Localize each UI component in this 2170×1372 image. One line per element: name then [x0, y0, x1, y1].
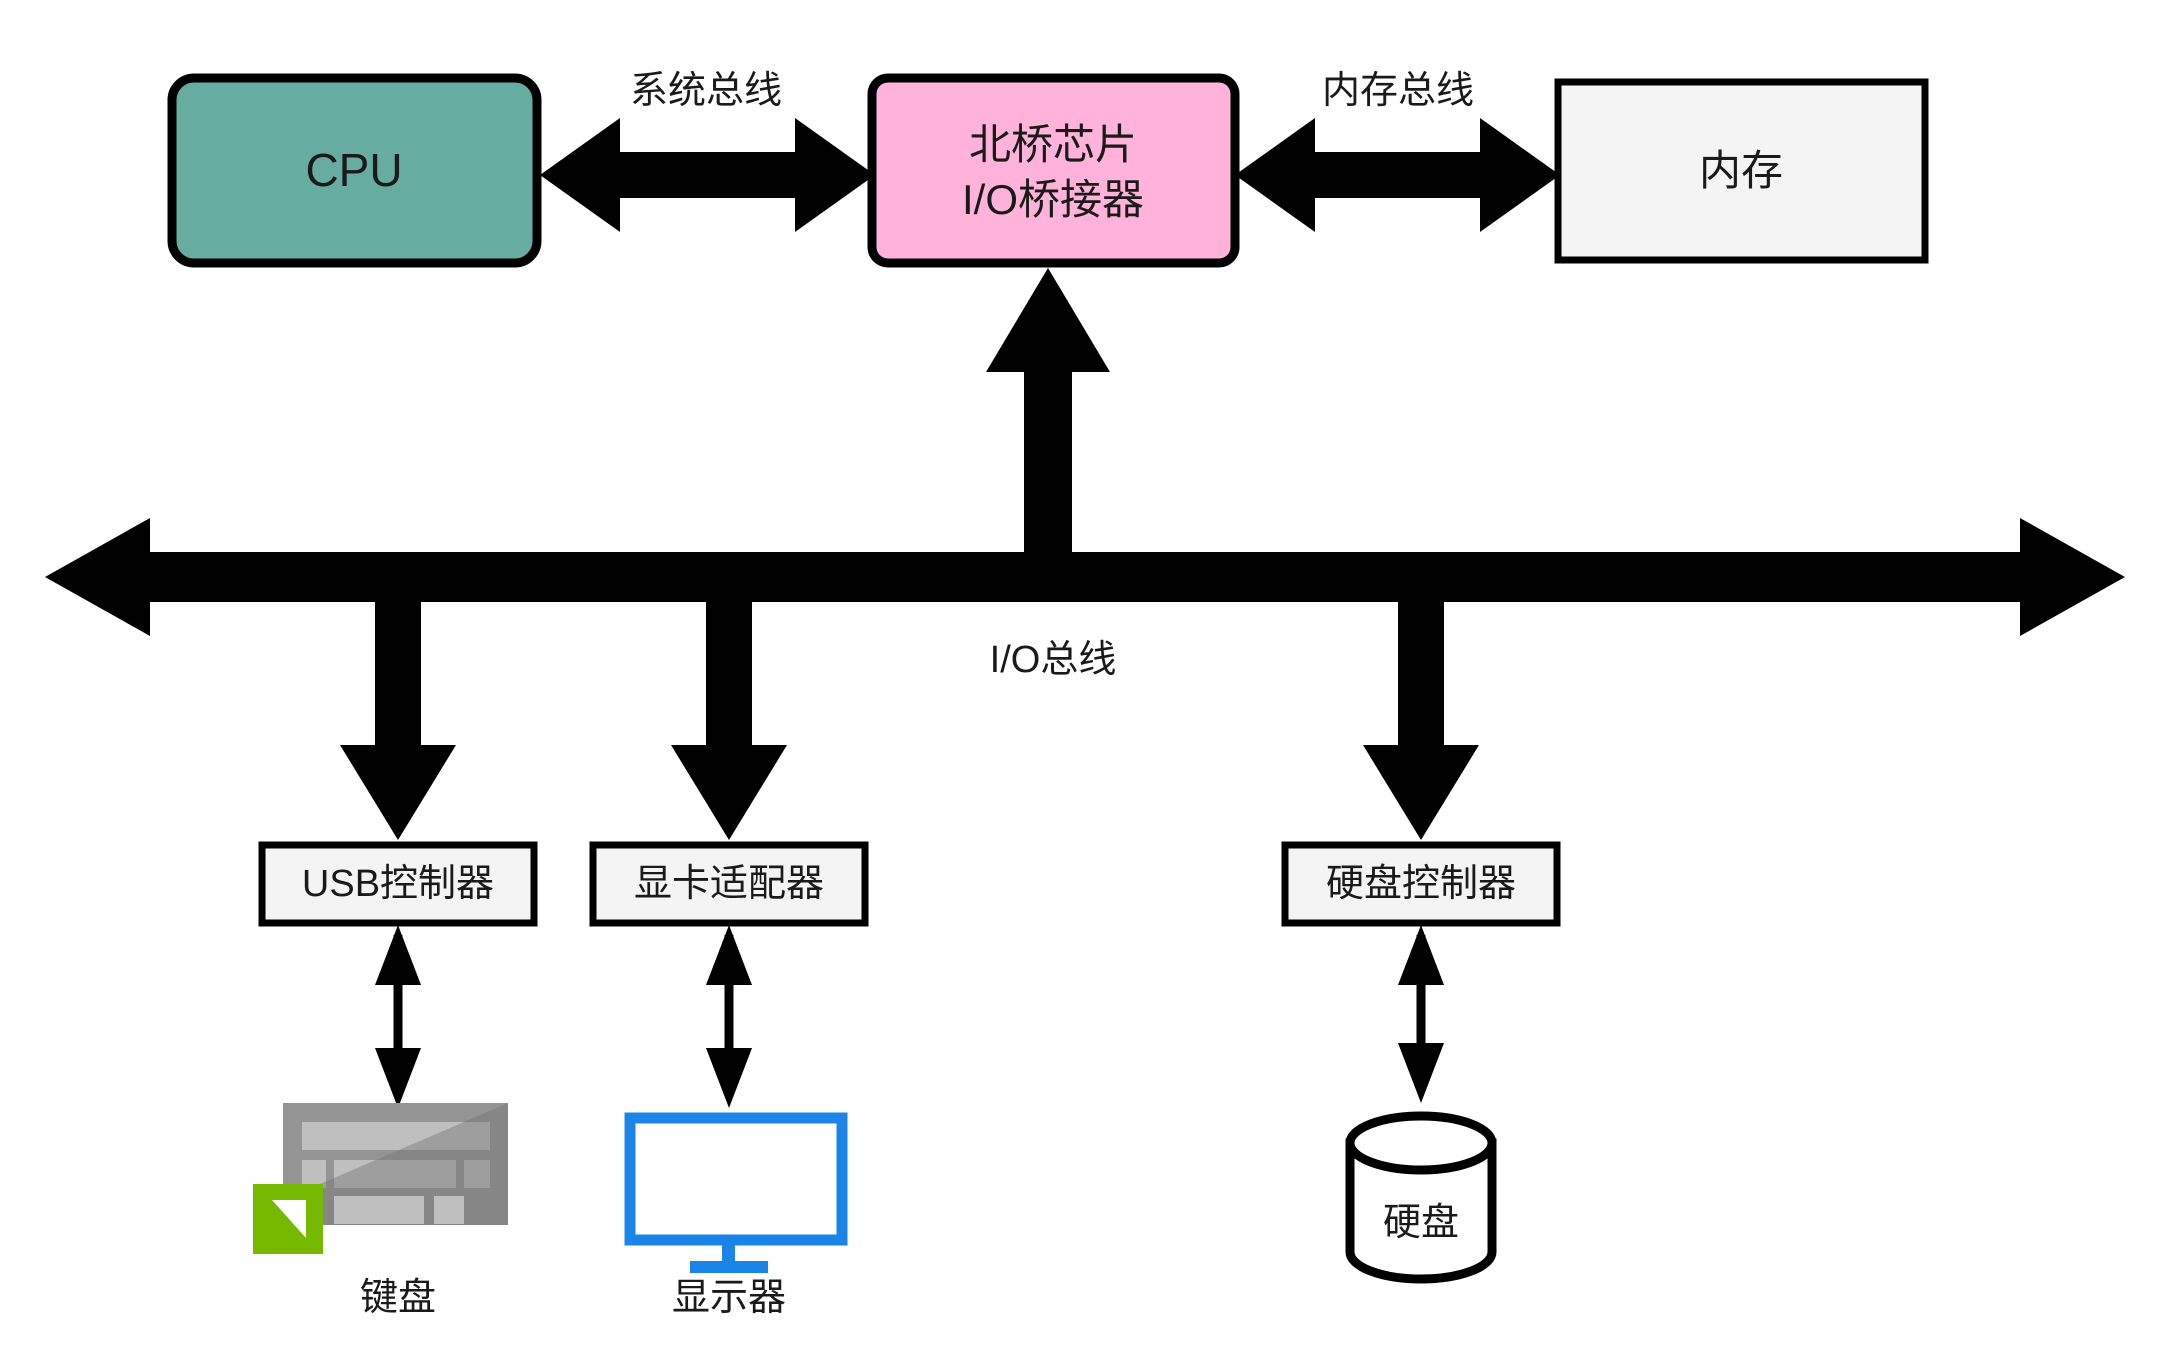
graphics-adapter-label: 显卡适配器 [634, 863, 824, 905]
disk-controller-node[interactable]: 硬盘控制器 [1281, 841, 1561, 927]
usb-controller-node[interactable]: USB控制器 [258, 841, 538, 927]
northbridge-io-bus-arrow [986, 268, 1110, 600]
io-bus-label: I/O总线 [990, 639, 1117, 681]
system-bus-label: 系统总线 [630, 70, 782, 112]
io-bus-drop-disk [1363, 600, 1479, 840]
system-bus-arrow [540, 118, 875, 232]
usb-controller-label: USB控制器 [302, 863, 494, 905]
disk-controller-harddisk-connector [1398, 925, 1444, 1103]
memory-node[interactable]: 内存 [1554, 78, 1929, 264]
memory-bus-arrow [1235, 118, 1560, 232]
monitor-icon [624, 1112, 848, 1273]
io-bus-drop-usb [340, 600, 456, 840]
harddisk-icon: 硬盘 [1345, 1111, 1497, 1284]
harddisk-label: 硬盘 [1383, 1202, 1459, 1244]
graphics-monitor-connector [706, 925, 752, 1108]
monitor-label: 显示器 [672, 1277, 786, 1319]
cpu-label: CPU [305, 144, 402, 196]
northbridge-node[interactable]: 北桥芯片 I/O桥接器 [867, 73, 1240, 268]
usb-keyboard-connector [375, 925, 421, 1108]
memory-label: 内存 [1699, 147, 1783, 194]
keyboard-icon [253, 1103, 508, 1254]
io-bus [45, 518, 2125, 636]
graphics-adapter-node[interactable]: 显卡适配器 [589, 841, 869, 927]
io-bus-drop-graphics [671, 600, 787, 840]
cpu-node[interactable]: CPU [167, 73, 542, 268]
memory-bus-label: 内存总线 [1322, 70, 1474, 112]
northbridge-label-line1: 北桥芯片 [969, 121, 1137, 168]
disk-controller-label: 硬盘控制器 [1326, 863, 1516, 905]
keyboard-label: 键盘 [360, 1277, 436, 1319]
northbridge-label-line2: I/O桥接器 [962, 176, 1144, 223]
